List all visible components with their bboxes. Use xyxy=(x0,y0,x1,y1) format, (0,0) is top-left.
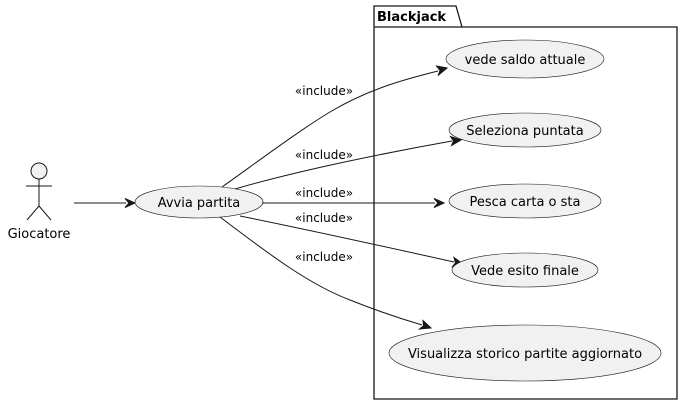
use-case-visualizza-storico: Visualizza storico partite aggiornato xyxy=(388,324,662,382)
use-case-pesca-carta-o-sta: Pesca carta o sta xyxy=(448,183,602,219)
include-label: «include» xyxy=(295,186,353,200)
use-case-label: Visualizza storico partite aggiornato xyxy=(408,347,642,362)
use-case-vede-saldo-attuale: vede saldo attuale xyxy=(445,39,605,79)
use-case-label: Seleziona puntata xyxy=(466,124,583,139)
include-label: «include» xyxy=(295,250,353,264)
include-edge-1: «include» xyxy=(221,65,449,188)
actor-label: Giocatore xyxy=(8,227,71,242)
include-edge-5: «include» xyxy=(219,216,433,330)
use-case-seleziona-puntata: Seleziona puntata xyxy=(448,112,602,148)
use-case-label: Avvia partita xyxy=(158,196,241,211)
include-label: «include» xyxy=(295,84,353,98)
include-label: «include» xyxy=(295,148,353,162)
use-case-label: vede saldo attuale xyxy=(465,53,586,68)
package-title: Blackjack xyxy=(377,10,446,25)
use-case-label: Vede esito finale xyxy=(471,264,579,279)
use-case-vede-esito-finale: Vede esito finale xyxy=(451,252,599,288)
include-edge-2: «include» xyxy=(234,135,463,190)
include-edge-3: «include» xyxy=(262,186,446,208)
use-case-avvia-partita: Avvia partita xyxy=(134,185,264,219)
stick-figure-icon xyxy=(26,162,52,221)
association-actor-main xyxy=(74,198,137,208)
package-blackjack: Blackjack xyxy=(373,5,678,400)
actor-giocatore: Giocatore xyxy=(8,162,71,242)
include-label: «include» xyxy=(295,211,353,225)
use-case-label: Pesca carta o sta xyxy=(470,195,581,210)
